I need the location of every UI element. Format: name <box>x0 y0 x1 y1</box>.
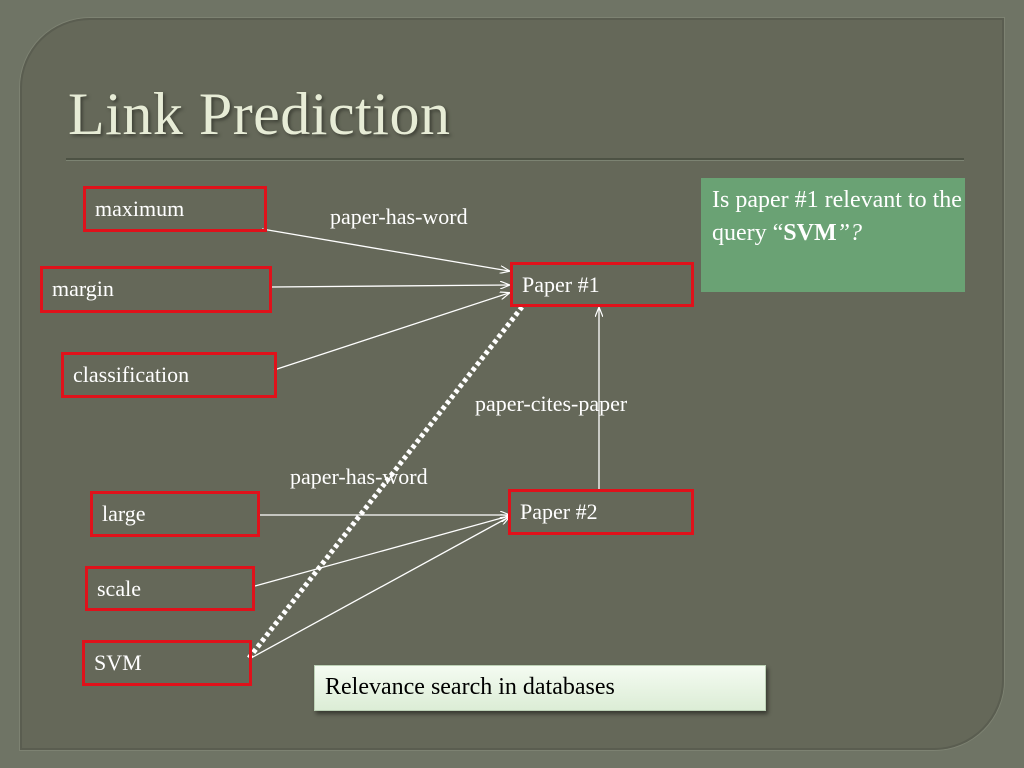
node-large: large <box>90 491 260 537</box>
edge-classification-paper1 <box>273 293 509 371</box>
title-divider <box>66 158 964 161</box>
question-text: Is paper #1 relevant to the query “ <box>712 187 962 246</box>
slide-title: Link Prediction <box>68 81 451 147</box>
node-paper2: Paper #2 <box>508 489 694 535</box>
question-box: Is paper #1 relevant to the query “SVM”? <box>701 178 965 292</box>
question-suffix: ”? <box>836 220 862 246</box>
query-keyword: SVM <box>783 220 837 246</box>
edge-label-has-word-top: paper-has-word <box>330 204 468 229</box>
node-classification: classification <box>61 352 277 398</box>
node-paper1: Paper #1 <box>510 262 694 307</box>
node-svm: SVM <box>82 640 252 686</box>
slide: Link Prediction maximum margin classific… <box>20 18 1004 750</box>
node-maximum: maximum <box>83 186 267 232</box>
edge-scale-paper2 <box>254 516 509 587</box>
edge-maximum-paper1 <box>261 228 509 271</box>
node-margin: margin <box>40 266 272 313</box>
node-scale: scale <box>85 566 255 611</box>
edge-margin-paper1 <box>270 285 509 287</box>
edge-label-cites: paper-cites-paper <box>475 391 628 416</box>
edge-layer <box>247 228 1004 660</box>
edge-svm-paper2 <box>250 517 509 659</box>
edge-label-has-word-bottom: paper-has-word <box>290 464 428 489</box>
callout-box: Relevance search in databases <box>314 665 766 711</box>
